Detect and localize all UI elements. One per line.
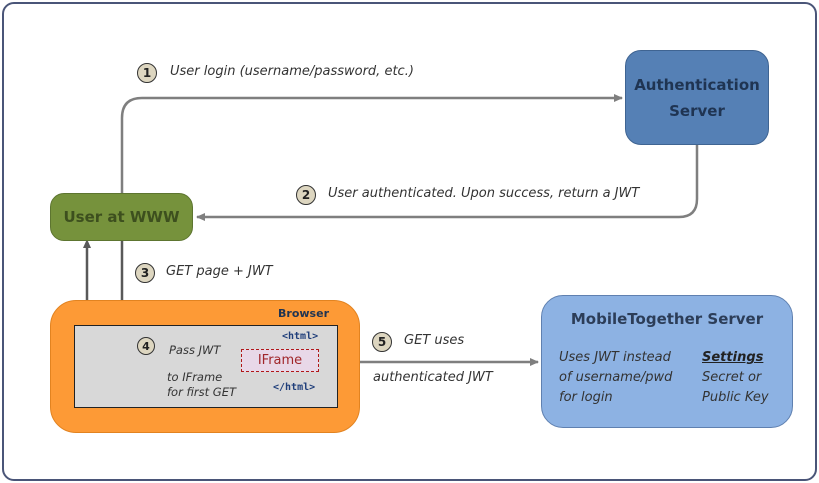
mts-title: MobileTogether Server [570,310,764,328]
step-3-label: GET page + JWT [166,264,273,279]
mts-desc-line: Uses JWT instead [559,350,671,365]
auth-server-label-2: Server [669,101,725,120]
step-4-label-line: to IFrame [167,370,223,384]
iframe-label: IFrame [257,353,303,368]
mts-desc-line: of username/pwd [559,370,673,385]
settings-line: Public Key [702,390,769,405]
user-label: User at WWW [63,208,180,226]
step-3-badge: 3 [135,263,155,283]
step-5-label-line: authenticated JWT [373,370,493,385]
iframe-node: IFrame [241,349,319,372]
step-4-label-line: for first GET [167,385,236,399]
arrow-step-2 [196,145,699,221]
step-5-badge: 5 [372,332,392,352]
step-1-badge: 1 [137,63,157,83]
step-2-label: User authenticated. Upon success, return… [328,186,640,201]
settings-heading: Settings [702,350,764,365]
auth-server-label-1: Authentication [634,75,760,94]
settings-line: Secret or [702,370,762,385]
user-node: User at WWW [50,193,193,241]
step-5-label-line: GET uses [404,333,465,348]
step-1-label: User login (username/password, etc.) [170,64,414,79]
step-4-label-line: Pass JWT [169,343,221,357]
mobiletogether-server-node: MobileTogether Server [541,295,793,428]
arrow-step-1 [120,94,623,193]
html-open-tag: <html> [282,331,319,342]
step-2-badge: 2 [296,185,316,205]
browser-label: Browser [278,307,329,320]
authentication-server-node: Authentication Server [625,50,769,145]
mts-desc-line: for login [559,390,613,405]
step-4-badge: 4 [137,337,155,355]
html-close-tag: </html> [273,382,316,393]
